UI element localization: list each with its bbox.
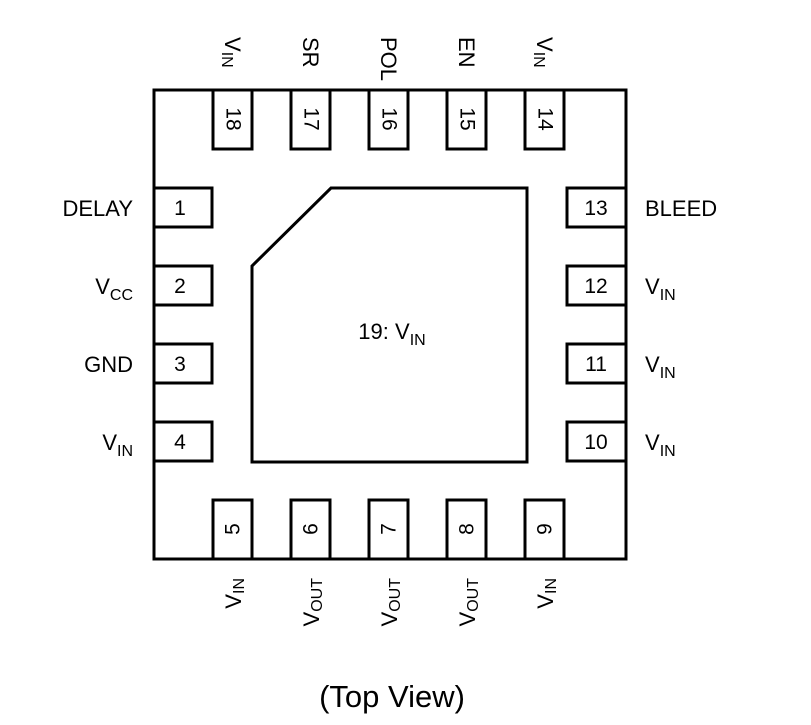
exposed-pad — [250, 186, 529, 464]
pin-pad-10 — [565, 420, 628, 463]
pin-label-11: VIN — [645, 352, 676, 382]
pin-label-sub: IN — [231, 578, 248, 594]
pin-label-sub: IN — [219, 52, 236, 68]
pin-label-4: VIN — [102, 430, 133, 460]
pin-number: 5 — [222, 523, 245, 535]
pin-label-main: DELAY — [62, 196, 133, 221]
pin-label-main: POL — [377, 37, 402, 81]
pin-label-16: POL — [377, 37, 402, 81]
pin-label-sub: OUT — [309, 578, 326, 612]
pin-label-main: BLEED — [645, 196, 717, 221]
pin-label-sub: IN — [660, 443, 676, 460]
pin-label-main: V — [221, 594, 246, 609]
pin-label-8: VOUT — [455, 578, 482, 627]
pin-pad-7 — [367, 498, 410, 561]
pin-label-14: VIN — [531, 37, 558, 68]
pin-number: 17 — [300, 107, 323, 130]
pad-separator: : — [383, 319, 395, 344]
pin-pad-4 — [152, 420, 214, 463]
pin-label-1: DELAY — [62, 196, 133, 221]
pin-number: 10 — [584, 431, 607, 454]
pin-number: 2 — [174, 275, 186, 298]
pin-pad-5 — [211, 498, 254, 561]
pin-label-7: VOUT — [377, 578, 404, 627]
pin-label-main: SR — [299, 37, 324, 68]
pad-label-sub: IN — [410, 332, 426, 349]
pin-label-main: V — [455, 611, 480, 626]
pin-label-main: V — [533, 37, 558, 52]
pin-number: 7 — [378, 523, 401, 535]
pin-label-15: EN — [455, 37, 480, 68]
pin-label-sub: IN — [660, 287, 676, 304]
pin-label-sub: OUT — [465, 578, 482, 612]
pin-label-main: V — [645, 352, 660, 377]
pin-number: 18 — [222, 107, 245, 130]
pin-label-main: V — [533, 594, 558, 609]
pin-number: 1 — [174, 197, 186, 220]
pin-pad-2 — [152, 264, 214, 307]
pin-pad-8 — [445, 498, 488, 561]
pin-label-main: V — [221, 37, 246, 52]
pin-pad-12 — [565, 264, 628, 307]
pin-label-9: VIN — [533, 578, 560, 609]
exposed-pad-label: 19: VIN — [358, 319, 425, 349]
pin-label-sub: OUT — [387, 578, 404, 612]
pin-label-5: VIN — [221, 578, 248, 609]
pin-label-sub: IN — [531, 52, 548, 68]
pin-label-main: V — [645, 274, 660, 299]
pin-pad-13 — [565, 186, 628, 229]
pin-label-sub: IN — [660, 365, 676, 382]
pin-number: 15 — [456, 107, 479, 130]
pin-label-sub: IN — [117, 443, 133, 460]
pin-number: 14 — [534, 107, 557, 131]
pin-label-12: VIN — [645, 274, 676, 304]
pin-pad-11 — [565, 342, 628, 385]
pin-pad-6 — [289, 498, 332, 561]
pin-label-sub: CC — [110, 287, 133, 304]
pin-label-main: V — [95, 274, 110, 299]
pin-number: 13 — [584, 197, 607, 220]
pad-label-main: V — [395, 319, 410, 344]
pin-pad-14 — [523, 88, 566, 151]
pin-label-main: V — [299, 611, 324, 626]
pin-label-3: GND — [84, 352, 133, 377]
pin-label-2: VCC — [95, 274, 133, 304]
pin-number: 4 — [174, 431, 186, 454]
view-caption: (Top View) — [319, 679, 465, 714]
pin-number: 9 — [534, 523, 557, 535]
pin-label-18: VIN — [219, 37, 246, 68]
pin-label-main: V — [377, 611, 402, 626]
pin-number: 8 — [456, 523, 479, 535]
pin-number: 12 — [584, 275, 607, 298]
pin-label-17: SR — [299, 37, 324, 68]
pin-label-sub: IN — [543, 578, 560, 594]
pin-pad-9 — [523, 498, 566, 561]
pin-pad-17 — [289, 88, 332, 151]
pin-number: 11 — [585, 353, 607, 376]
pin-label-6: VOUT — [299, 578, 326, 627]
pin-pad-18 — [211, 88, 254, 151]
pin-pad-3 — [152, 342, 214, 385]
pin-label-main: V — [102, 430, 117, 455]
pin-label-main: GND — [84, 352, 133, 377]
pin-pad-1 — [152, 186, 214, 229]
pin-label-main: EN — [455, 37, 480, 68]
pin-label-13: BLEED — [645, 196, 717, 221]
pin-number: 3 — [174, 353, 186, 376]
pin-number: 6 — [300, 523, 323, 535]
pin-label-main: V — [645, 430, 660, 455]
pin-pad-16 — [367, 88, 410, 151]
pad-number: 19 — [358, 319, 382, 344]
pin-pad-15 — [445, 88, 488, 151]
pin-label-10: VIN — [645, 430, 676, 460]
pin-number: 16 — [378, 107, 401, 130]
